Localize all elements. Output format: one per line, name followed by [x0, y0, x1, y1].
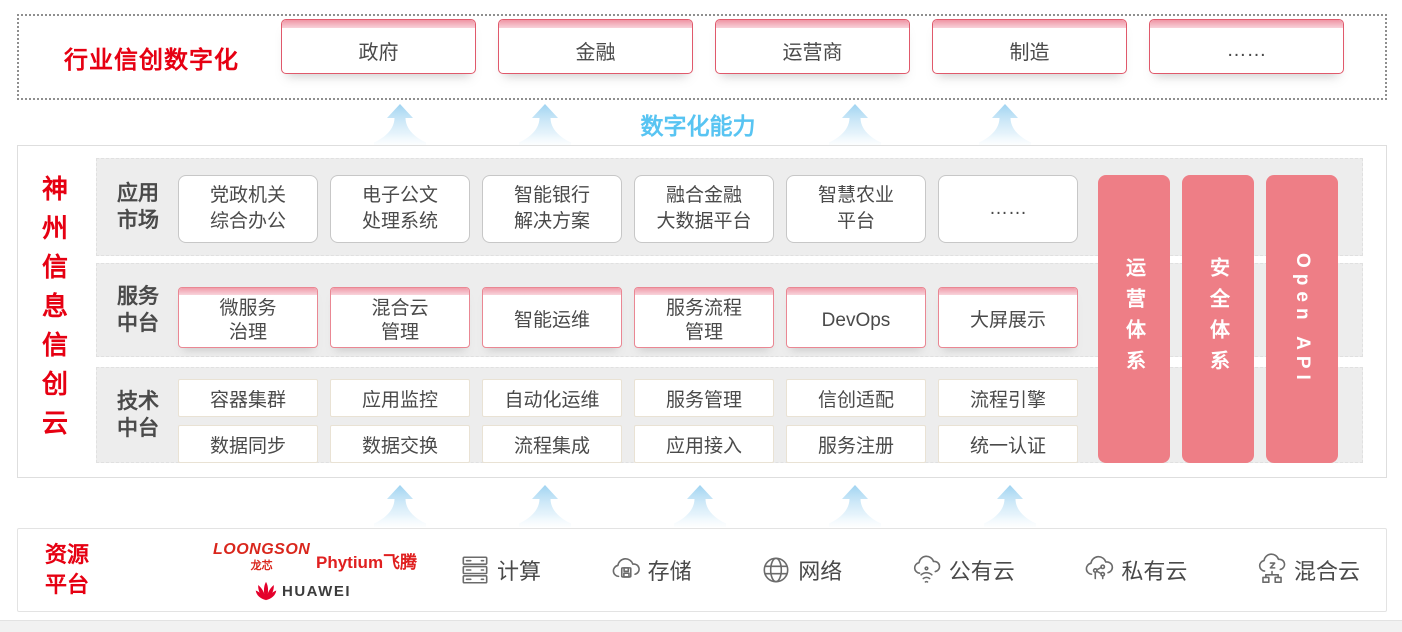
app-box-smart-agriculture: 智慧农业 平台 — [786, 175, 926, 243]
tech-box-service-mgmt: 服务管理 — [634, 379, 774, 417]
resource-item-label: 计算 — [497, 559, 542, 584]
up-arrow-icon — [672, 485, 728, 527]
up-arrow-icon — [517, 485, 573, 527]
public-cloud-icon — [913, 555, 941, 583]
tech-box-process-engine: 流程引擎 — [938, 379, 1078, 417]
row-label-app-market: 应用 市场 — [117, 181, 159, 232]
sidebar-security-system: 安全体系 — [1182, 175, 1254, 463]
tech-box-data-exchange: 数据交换 — [330, 425, 470, 463]
up-arrow-icon — [827, 485, 883, 527]
resource-item-compute: 计算 — [458, 553, 541, 587]
resource-item-label: 公有云 — [948, 559, 1015, 584]
storage-icon — [612, 558, 640, 578]
service-box-smart-ops: 智能运维 — [482, 287, 622, 348]
service-box-big-screen: 大屏展示 — [938, 287, 1078, 348]
row-label-service-platform: 服务 中台 — [117, 284, 159, 335]
huawei-logo: HUAWEI — [255, 580, 351, 602]
industry-box-finance: 金融 — [498, 19, 693, 74]
service-box-service-process: 服务流程 管理 — [634, 287, 774, 348]
sidebar-openapi-text: Open API — [1292, 252, 1313, 386]
tech-box-container-cluster: 容器集群 — [178, 379, 318, 417]
resource-item-public-cloud: 公有云 — [910, 553, 1015, 587]
tech-box-xinchuang-adapt: 信创适配 — [786, 379, 926, 417]
industry-box-row: 政府 金融 运营商 制造 …… — [281, 19, 1344, 74]
platform-title: 神州信息信创云 — [30, 145, 78, 478]
app-box-smart-banking: 智能银行 解决方案 — [482, 175, 622, 243]
app-box-party-gov-office: 党政机关 综合办公 — [178, 175, 318, 243]
up-arrow-icon — [827, 104, 883, 146]
resource-item-storage: 存储 — [609, 553, 692, 587]
platform-title-text: 神州信息信创云 — [38, 175, 69, 448]
resource-section — [17, 528, 1387, 612]
resource-item-private-cloud: 私有云 — [1082, 553, 1187, 587]
app-market-boxes: 党政机关 综合办公 电子公文 处理系统 智能银行 解决方案 融合金融 大数据平台… — [178, 175, 1078, 243]
tech-box-unified-auth: 统一认证 — [938, 425, 1078, 463]
resource-item-label: 混合云 — [1293, 559, 1360, 584]
hybrid-cloud-icon — [1258, 553, 1286, 584]
loongson-logo-text: LOONGSON — [213, 541, 311, 558]
tech-boxes-row1: 容器集群 应用监控 自动化运维 服务管理 信创适配 流程引擎 — [178, 379, 1078, 417]
phytium-logo: Phytium飞腾 — [316, 553, 418, 572]
bottom-strip — [0, 620, 1402, 632]
app-box-finance-bigdata: 融合金融 大数据平台 — [634, 175, 774, 243]
resource-item-hybrid-cloud: 混合云 — [1255, 553, 1360, 587]
resource-section-label: 资源 平台 — [45, 542, 90, 597]
up-arrow-icon — [977, 104, 1033, 146]
loongson-logo-cn: 龙芯 — [250, 560, 273, 572]
industry-box-more: …… — [1149, 19, 1344, 74]
resource-items: 计算 存储 网络 — [458, 540, 1360, 600]
up-arrow-icon — [517, 104, 573, 146]
loongson-logo: LOONGSON 龙芯 — [213, 541, 310, 573]
industry-box-operator: 运营商 — [715, 19, 910, 74]
app-box-more: …… — [938, 175, 1078, 243]
network-icon — [763, 557, 789, 583]
tech-box-data-sync: 数据同步 — [178, 425, 318, 463]
tech-boxes-row2: 数据同步 数据交换 流程集成 应用接入 服务注册 统一认证 — [178, 425, 1078, 463]
huawei-flower-icon — [255, 581, 277, 601]
tech-box-app-monitoring: 应用监控 — [330, 379, 470, 417]
resource-item-label: 网络 — [798, 559, 843, 584]
sidebar-open-api: Open API — [1266, 175, 1338, 463]
resource-item-label: 私有云 — [1121, 559, 1188, 584]
up-arrow-icon — [372, 104, 428, 146]
up-arrow-icon — [982, 485, 1038, 527]
sidebar-operation-system: 运营体系 — [1098, 175, 1170, 463]
industry-box-manufacturing: 制造 — [932, 19, 1127, 74]
tech-box-service-registry: 服务注册 — [786, 425, 926, 463]
compute-icon — [462, 556, 488, 584]
resource-item-label: 存储 — [647, 559, 692, 584]
tech-box-auto-ops: 自动化运维 — [482, 379, 622, 417]
app-box-edoc-system: 电子公文 处理系统 — [330, 175, 470, 243]
sidebar-operation-text: 运营体系 — [1122, 257, 1145, 381]
service-boxes: 微服务 治理 混合云 管理 智能运维 服务流程 管理 DevOps 大屏展示 — [178, 287, 1078, 348]
private-cloud-icon — [1086, 555, 1114, 580]
service-box-hybrid-cloud-mgmt: 混合云 管理 — [330, 287, 470, 348]
resource-item-network: 网络 — [759, 553, 842, 587]
huawei-logo-text: HUAWEI — [282, 582, 351, 600]
industry-box-government: 政府 — [281, 19, 476, 74]
tech-box-app-access: 应用接入 — [634, 425, 774, 463]
industry-section-label: 行业信创数字化 — [64, 46, 239, 74]
service-box-microservice: 微服务 治理 — [178, 287, 318, 348]
service-box-devops: DevOps — [786, 287, 926, 348]
capability-label: 数字化能力 — [640, 113, 756, 139]
tech-box-process-integration: 流程集成 — [482, 425, 622, 463]
sidebar-security-text: 安全体系 — [1206, 257, 1229, 381]
row-label-tech-platform: 技术 中台 — [117, 389, 159, 440]
up-arrow-icon — [372, 485, 428, 527]
